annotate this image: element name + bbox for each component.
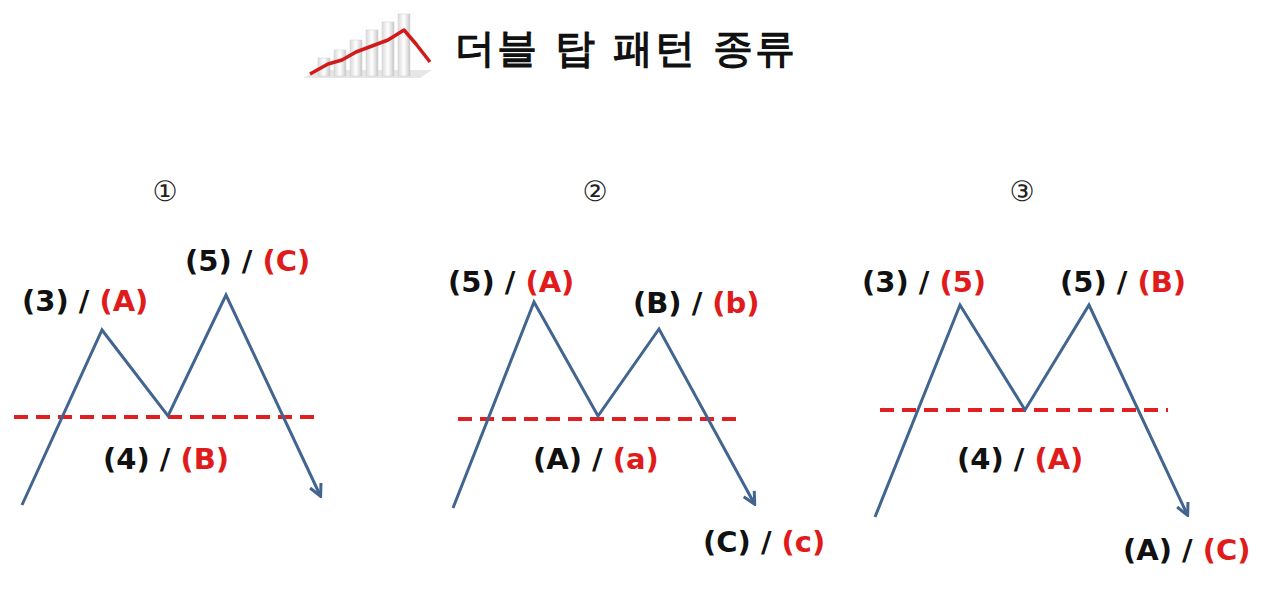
alt-wave-label: (c) (781, 527, 825, 559)
wave-label: (A) / (533, 444, 603, 476)
alt-wave-label: (a) (613, 444, 659, 476)
alt-wave-label: (B) (1137, 267, 1186, 299)
wave-label: (5) / (448, 267, 515, 299)
alt-wave-label: (A) (525, 267, 574, 299)
diagram-number: ③ (1009, 177, 1034, 208)
price-path (875, 305, 1187, 517)
price-path (22, 295, 320, 505)
alt-wave-label: (5) (939, 267, 986, 299)
title-icon (303, 14, 432, 78)
wave-label: (4) / (103, 444, 170, 476)
wave-label: (A) / (1123, 535, 1193, 567)
alt-wave-label: (b) (712, 288, 759, 320)
diagram-number: ① (152, 177, 177, 208)
alt-wave-label: (B) (180, 444, 229, 476)
wave-label: (5) / (185, 246, 252, 278)
alt-wave-label: (C) (1203, 535, 1251, 567)
wave-label: (3) / (862, 267, 929, 299)
wave-label: (C) / (703, 527, 771, 559)
alt-wave-label: (A) (1034, 444, 1083, 476)
wave-label: (5) / (1060, 267, 1127, 299)
neckline (458, 417, 740, 421)
page-title: 더블 탑 패턴 종류 (455, 26, 797, 70)
alt-wave-label: (C) (262, 246, 310, 278)
price-path (453, 302, 754, 508)
wave-label: (3) / (22, 286, 89, 318)
diagram-number: ② (582, 177, 607, 208)
wave-label: (4) / (957, 444, 1024, 476)
alt-wave-label: (A) (99, 286, 148, 318)
wave-label: (B) / (633, 288, 702, 320)
